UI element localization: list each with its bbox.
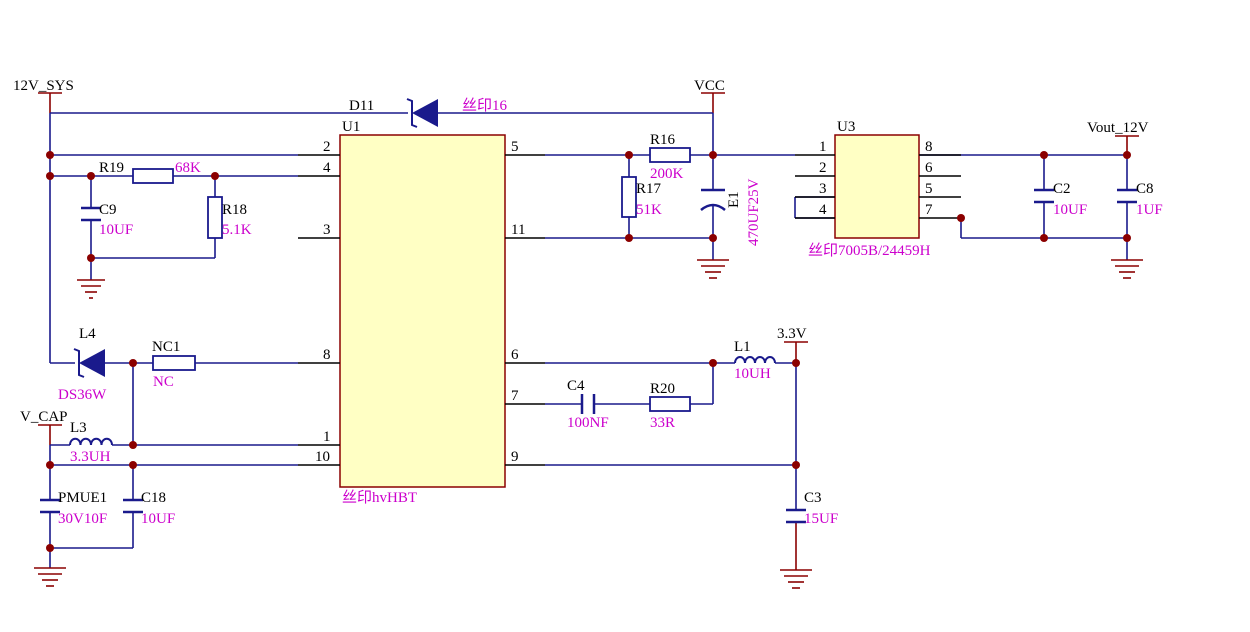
net-label-vout-12v: Vout_12V [1087,120,1149,136]
r16-ref: R16 [650,132,676,148]
capacitor-c18: C18 10UF [123,490,175,527]
l1-ref: L1 [734,339,751,355]
power-port-3v3: 3.3V [777,326,808,362]
c8-value: 1UF [1136,202,1163,218]
c3-ref: C3 [804,490,822,506]
nc1-value: NC [153,374,174,390]
u1-pin-2: 2 [323,139,331,155]
c9-ref: C9 [99,202,117,218]
capacitor-c3: C3 15UF [786,490,838,527]
pmue1-value: 30V10F [58,511,107,527]
u1-pin-9: 9 [511,449,519,465]
r17-ref: R17 [636,181,662,197]
resistor-r19: R19 68K [99,160,201,184]
resistor-r17: R17 51K [621,176,662,218]
r19-value: 68K [175,160,201,176]
ground-pmue1 [34,567,66,587]
c3-value: 15UF [804,511,838,527]
u3-pin-2: 2 [819,160,827,176]
ic-u3-ref: U3 [837,119,855,135]
inductor-l1: L1 10UH [734,339,776,382]
junction-dots [46,151,1131,552]
capacitor-e1: E1 470UF25V [700,178,762,246]
c9-value: 10UF [99,222,133,238]
d11-ref: D11 [349,98,374,114]
ic-u3-silk: 丝印7005B/24459H [808,242,931,259]
r17-value: 51K [636,202,662,218]
power-port-v-cap: V_CAP [20,409,68,445]
l4-ref: L4 [79,326,96,342]
resistor-r18: R18 5.1K [207,196,252,239]
c18-ref: C18 [141,490,166,506]
capacitor-pmue1: PMUE1 30V10F [40,490,107,527]
resistor-r16: R16 200K [649,132,691,182]
u3-pin-5: 5 [925,181,933,197]
pmue1-ref: PMUE1 [58,490,107,506]
r19-ref: R19 [99,160,124,176]
u1-pin-8: 8 [323,347,331,363]
u3-pin-6: 6 [925,160,933,176]
e1-value: 470UF25V [746,178,762,246]
u1-pin-6: 6 [511,347,519,363]
l1-value: 10UH [734,366,771,382]
ground-c9 [77,279,105,299]
net-label-3v3: 3.3V [777,326,807,342]
power-port-12v-sys: 12V_SYS [13,78,74,113]
c18-value: 10UF [141,511,175,527]
c2-value: 10UF [1053,202,1087,218]
nc1-ref: NC1 [152,339,180,355]
e1-ref: E1 [726,191,742,208]
u3-pin-3: 3 [819,181,827,197]
ic-u1-silk: 丝印hvHBT [342,489,417,506]
u3-pin-4: 4 [819,202,827,218]
ic-u3: U3 丝印7005B/24459H 1 2 3 4 8 6 5 7 [795,119,961,259]
r18-ref: R18 [222,202,247,218]
c2-ref: C2 [1053,181,1071,197]
net-label-12v-sys: 12V_SYS [13,78,74,94]
d11-value: 丝印16 [462,97,508,114]
capacitor-c4: C4 100NF [567,378,609,431]
power-port-vcc: VCC [694,78,725,113]
u3-pin-8: 8 [925,139,933,155]
u1-pin-10: 10 [315,449,330,465]
ic-u1-ref: U1 [342,119,360,135]
c8-ref: C8 [1136,181,1154,197]
r16-value: 200K [650,166,684,182]
power-port-vout-12v: Vout_12V [1087,120,1149,155]
ground-e1 [697,259,729,279]
ground-c3 [780,569,812,589]
ground-c8 [1111,259,1143,279]
u1-pin-3: 3 [323,222,331,238]
r20-ref: R20 [650,381,675,397]
u1-pin-1: 1 [323,429,331,445]
inductor-l3: L3 3.3UH [69,420,113,465]
resistor-r20: R20 33R [649,381,691,431]
l3-ref: L3 [70,420,87,436]
u1-pin-4: 4 [323,160,331,176]
capacitor-c8: C8 1UF [1117,181,1163,218]
net-label-v-cap: V_CAP [20,409,68,425]
l3-value: 3.3UH [70,449,111,465]
wires [49,112,1128,568]
net-label-vcc: VCC [694,78,725,94]
r18-value: 5.1K [222,222,252,238]
resistor-nc1: NC1 NC [152,339,196,390]
u1-pin-11: 11 [511,222,525,238]
u1-pin-5: 5 [511,139,519,155]
c4-value: 100NF [567,415,609,431]
diode-d11: D11 丝印16 [349,97,508,128]
capacitor-c2: C2 10UF [1034,181,1087,218]
diode-l4: L4 DS36W [58,326,107,403]
capacitor-c9: C9 10UF [81,202,133,238]
u3-pin-1: 1 [819,139,827,155]
ic-u1: U1 丝印hvHBT 2 4 3 8 1 10 5 11 6 7 9 [298,119,545,506]
l4-value: DS36W [58,387,107,403]
u3-pin-7: 7 [925,202,933,218]
r20-value: 33R [650,415,675,431]
c4-ref: C4 [567,378,585,394]
u1-pin-7: 7 [511,388,519,404]
